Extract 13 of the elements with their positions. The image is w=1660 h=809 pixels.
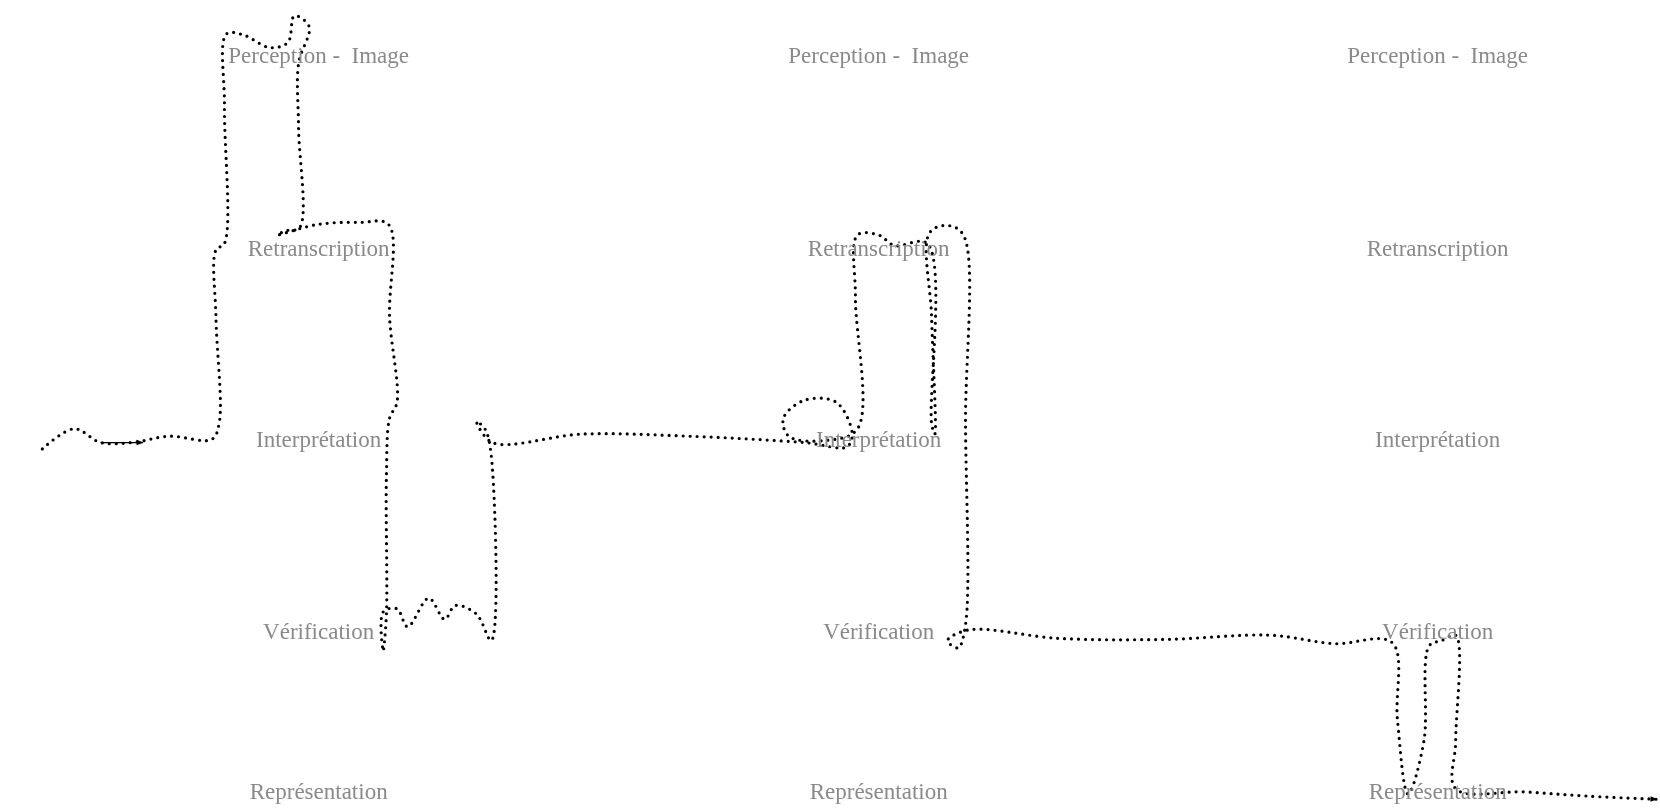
stage-label: Perception - Image xyxy=(1347,43,1529,70)
stage-label: Vérification xyxy=(823,619,935,645)
stage-label: Perception - Image xyxy=(228,43,409,70)
stage-label: Représentation xyxy=(809,778,948,805)
stage-label: Interprétation xyxy=(1375,427,1501,454)
stage-label: Représentation xyxy=(249,778,388,805)
stage-label: Vérification xyxy=(263,619,375,645)
stage-label: Représentation xyxy=(1368,778,1507,805)
stage-label: Retranscription xyxy=(247,235,390,262)
stage-label: Interprétation xyxy=(256,427,382,454)
stage-label: Vérification xyxy=(1382,619,1494,645)
stage-label: Perception - Image xyxy=(788,43,970,70)
stage-label: Retranscription xyxy=(1366,235,1509,262)
